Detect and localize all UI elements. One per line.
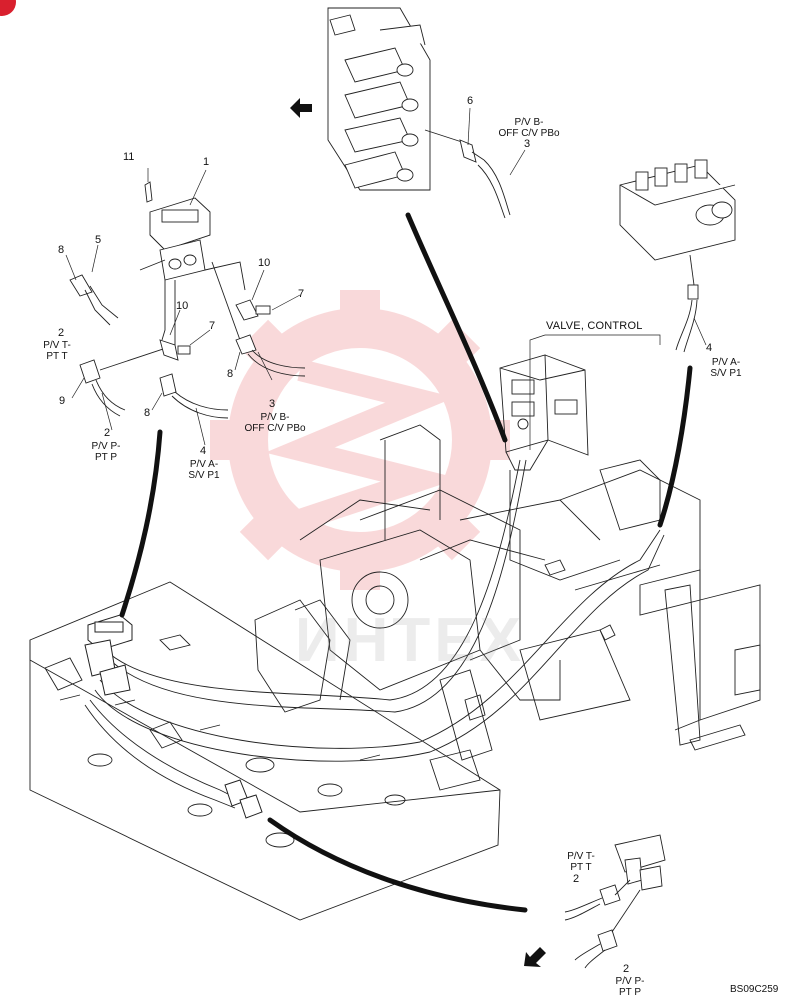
callout-8b: 8 — [227, 368, 234, 380]
label-pva-right: P/V A- S/V P1 — [706, 357, 746, 379]
top-valve-detail — [327, 7, 511, 219]
label-pvp-left: P/V P- PT P — [88, 441, 124, 463]
label-line: OFF C/V PBo — [244, 423, 306, 434]
label-line: S/V P1 — [710, 368, 742, 379]
callout-8c: 8 — [144, 407, 151, 419]
callout-8a: 8 — [58, 244, 65, 256]
callout-11: 11 — [123, 151, 135, 163]
label-pvt-bottom: P/V T- PT T — [563, 851, 599, 873]
bottom-right-detail — [564, 834, 666, 969]
label-line: P/V A- — [189, 459, 219, 470]
callout-2a: 2 — [58, 327, 65, 339]
callout-4b: 4 — [706, 342, 713, 354]
label-line: OFF C/V PBo — [498, 128, 560, 139]
callout-10b: 10 — [176, 300, 189, 312]
label-line: P/V T- — [43, 340, 71, 351]
callout-9: 9 — [59, 395, 66, 407]
label-pva-left: P/V A- S/V P1 — [184, 459, 224, 481]
label-line: PT P — [618, 987, 642, 998]
callout-7b: 7 — [209, 320, 216, 332]
callout-3a: 3 — [269, 398, 276, 410]
watermark-text: ИНТЕХ — [295, 606, 525, 675]
callout-2c: 2 — [573, 873, 580, 885]
label-pvp-bottom: P/V P- PT P — [612, 976, 648, 998]
label-line: S/V P1 — [188, 470, 220, 481]
arrow-left-top-icon — [290, 98, 312, 118]
callout-6: 6 — [467, 95, 474, 107]
arrow-down-left-icon — [524, 947, 546, 967]
label-line: P/V A- — [711, 357, 741, 368]
pilot-valve-exploded — [69, 181, 306, 419]
callout-2d: 2 — [623, 963, 630, 975]
label-line: P/V B- — [260, 412, 290, 423]
machine-frame — [29, 354, 761, 921]
label-line: P/V P- — [615, 976, 645, 987]
callout-leaders — [65, 107, 707, 450]
reference-code: BS09C259 — [730, 984, 779, 995]
callout-3b: 3 — [524, 138, 531, 150]
label-line: P/V T- — [567, 851, 595, 862]
label-line: P/V B- — [514, 117, 544, 128]
watermark-gear-icon — [210, 290, 510, 590]
label-line: PT T — [570, 862, 592, 873]
label-pvb-left: P/V B- OFF C/V PBo — [243, 412, 307, 434]
callout-1: 1 — [203, 156, 210, 168]
label-pvb-top: P/V B- OFF C/V PBo — [496, 117, 562, 139]
pilot-valve-installed — [84, 614, 263, 819]
label-valve-control: VALVE, CONTROL — [546, 320, 643, 332]
callout-7a: 7 — [298, 288, 305, 300]
callout-5: 5 — [95, 234, 102, 246]
label-pvt-left: P/V T- PT T — [42, 340, 72, 362]
callout-2b: 2 — [104, 427, 111, 439]
top-right-valve-detail — [619, 159, 736, 353]
label-line: PT T — [46, 351, 68, 362]
pointer-curves — [119, 212, 693, 913]
callout-4a: 4 — [200, 445, 207, 457]
label-line: P/V P- — [91, 441, 121, 452]
callout-10a: 10 — [258, 257, 271, 269]
hose-routing — [84, 459, 665, 809]
label-line: PT P — [94, 452, 118, 463]
